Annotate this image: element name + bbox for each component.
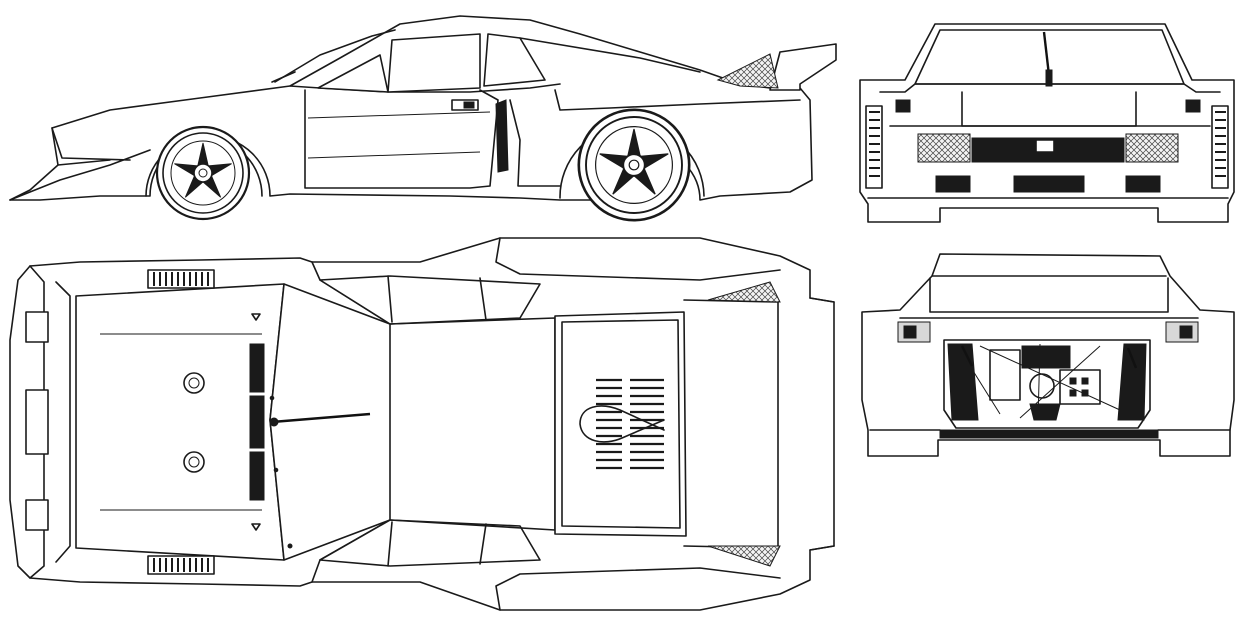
top-front-vent-lower xyxy=(147,555,215,575)
top-view xyxy=(9,237,835,611)
top-windscreen xyxy=(269,283,391,561)
front-right-vent xyxy=(1211,105,1229,189)
top-wiper xyxy=(271,412,371,424)
side-view xyxy=(9,15,837,222)
front-left-vent xyxy=(865,105,883,189)
side-air-intake xyxy=(495,99,509,173)
front-view xyxy=(859,23,1235,223)
top-front-indicator-1 xyxy=(25,311,49,343)
front-lower-intake-left xyxy=(935,175,971,193)
rear-view xyxy=(861,253,1235,457)
top-front-vent-upper xyxy=(147,269,215,289)
top-front-indicator-2 xyxy=(25,389,49,455)
top-front-indicator-3 xyxy=(25,499,49,531)
rear-wing xyxy=(769,43,837,91)
side-window-door xyxy=(387,33,481,93)
side-front-wheel xyxy=(155,125,251,221)
side-rear-wheel xyxy=(577,108,691,222)
top-engine-vents xyxy=(579,378,665,470)
top-engine-cover xyxy=(554,311,687,537)
top-wing-mesh-upper xyxy=(707,281,781,303)
front-lower-intake-right xyxy=(1125,175,1161,193)
rear-diffuser xyxy=(939,429,1159,439)
side-wing-mesh xyxy=(716,53,779,89)
side-window-front xyxy=(317,54,389,93)
front-left-headlight xyxy=(917,133,971,163)
rear-engine-detail xyxy=(947,343,1147,421)
front-lower-intake-center xyxy=(1013,175,1085,193)
front-right-headlight xyxy=(1125,133,1179,163)
top-wing-mesh-lower xyxy=(707,545,781,567)
top-hood-louvre xyxy=(249,343,265,501)
